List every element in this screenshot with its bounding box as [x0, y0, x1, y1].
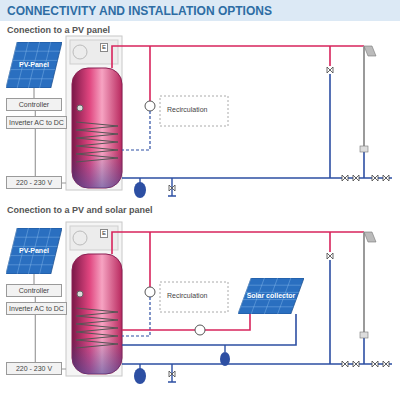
box-label: 220 - 230 V — [16, 365, 52, 373]
panel-grid — [6, 42, 17, 88]
panel-face — [238, 278, 304, 314]
water-heater-system — [62, 36, 392, 198]
box-label: Inverter AC to DC — [9, 119, 64, 127]
device-box: Inverter AC to DC — [6, 302, 67, 315]
solar-circuit — [122, 314, 296, 366]
solar-return-pipe — [122, 314, 296, 345]
solar-pump — [195, 325, 205, 335]
box-label: Controller — [19, 287, 49, 295]
solar-panel: PV-Panel — [6, 42, 62, 88]
panel-face — [6, 42, 62, 88]
solar-panel: Solar collector — [238, 278, 304, 314]
solar-panel: PV-Panel — [6, 228, 62, 274]
water-heater-system — [62, 222, 392, 384]
element-marker: E — [100, 43, 108, 52]
vessel-pipe — [224, 345, 225, 352]
panel-label: PV-Panel — [19, 61, 49, 69]
panel-label: PV-Panel — [19, 247, 49, 255]
box-label: Inverter AC to DC — [9, 305, 64, 313]
box-label: 220 - 230 V — [16, 179, 52, 187]
section-heading: Conection to a PV and solar panel — [7, 205, 153, 215]
power-wire — [35, 315, 36, 362]
panel-grid — [241, 306, 294, 307]
element-marker: E — [100, 229, 108, 238]
solar-flow-pipe — [122, 314, 250, 330]
power-wire — [35, 129, 36, 176]
panel-grid — [8, 264, 53, 265]
power-wire — [34, 274, 35, 284]
device-box: 220 - 230 V — [6, 176, 62, 189]
panel-face — [6, 228, 62, 274]
panel-grid — [6, 228, 17, 274]
device-box: Controller — [6, 98, 62, 111]
device-box: Controller — [6, 284, 62, 297]
power-wire — [34, 88, 35, 98]
part-label: Recirculation — [166, 106, 208, 113]
panel-label: Solar collector — [247, 292, 296, 300]
solar-expansion-vessel — [220, 352, 230, 366]
section-heading: Conection to a PV panel — [7, 25, 110, 35]
box-label: Controller — [19, 101, 49, 109]
panel-grid — [8, 78, 53, 79]
part-label: Recirculation — [166, 292, 208, 299]
title-text: CONNECTIVITY AND INSTALLATION OPTIONS — [7, 4, 272, 18]
device-box: 220 - 230 V — [6, 362, 62, 375]
device-box: Inverter AC to DC — [6, 116, 67, 129]
